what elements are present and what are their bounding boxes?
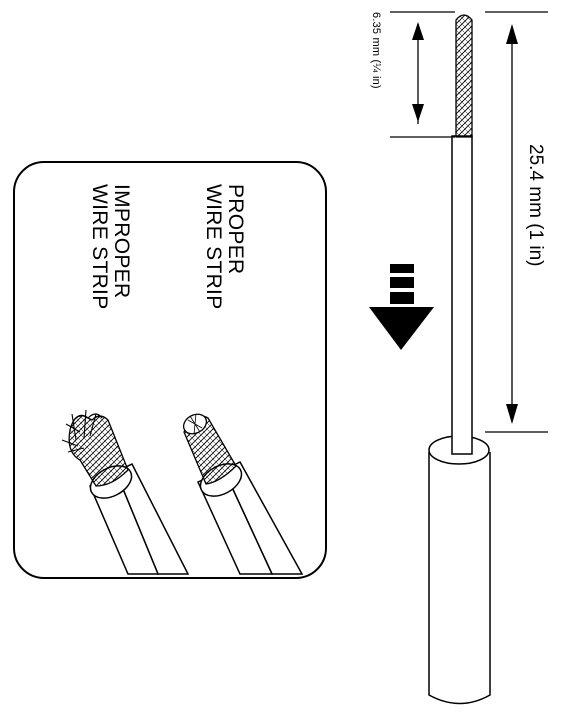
stripped-length-dimension (390, 11, 455, 138)
main-wire (428, 14, 491, 705)
proper-strip-line2: WIRE STRIP (202, 184, 225, 310)
proper-strip-line1: PROPER (224, 184, 247, 275)
improper-strip-label: IMPROPER WIRE STRIP (88, 184, 133, 310)
improper-strip-line1: IMPROPER (110, 184, 133, 299)
bare-conductor (455, 14, 473, 138)
down-arrow-icon (369, 264, 434, 350)
dimension-arrow-icon (412, 22, 424, 40)
improper-strip-wire (61, 409, 190, 575)
proper-strip-wire (182, 413, 304, 575)
total-length-dimension (485, 11, 548, 433)
stripped-length-label: 6.35 mm (¼ in) (370, 12, 382, 89)
wire-jacket (428, 452, 491, 705)
dimension-arrow-icon (506, 24, 518, 44)
proper-strip-label: PROPER WIRE STRIP (202, 184, 247, 310)
dimension-arrow-icon (412, 104, 424, 122)
dimension-arrow-icon (506, 404, 518, 424)
insulation (451, 135, 473, 455)
legend-box (13, 161, 327, 579)
total-length-label: 25.4 mm (1 in) (525, 144, 546, 267)
improper-strip-line2: WIRE STRIP (88, 184, 111, 310)
